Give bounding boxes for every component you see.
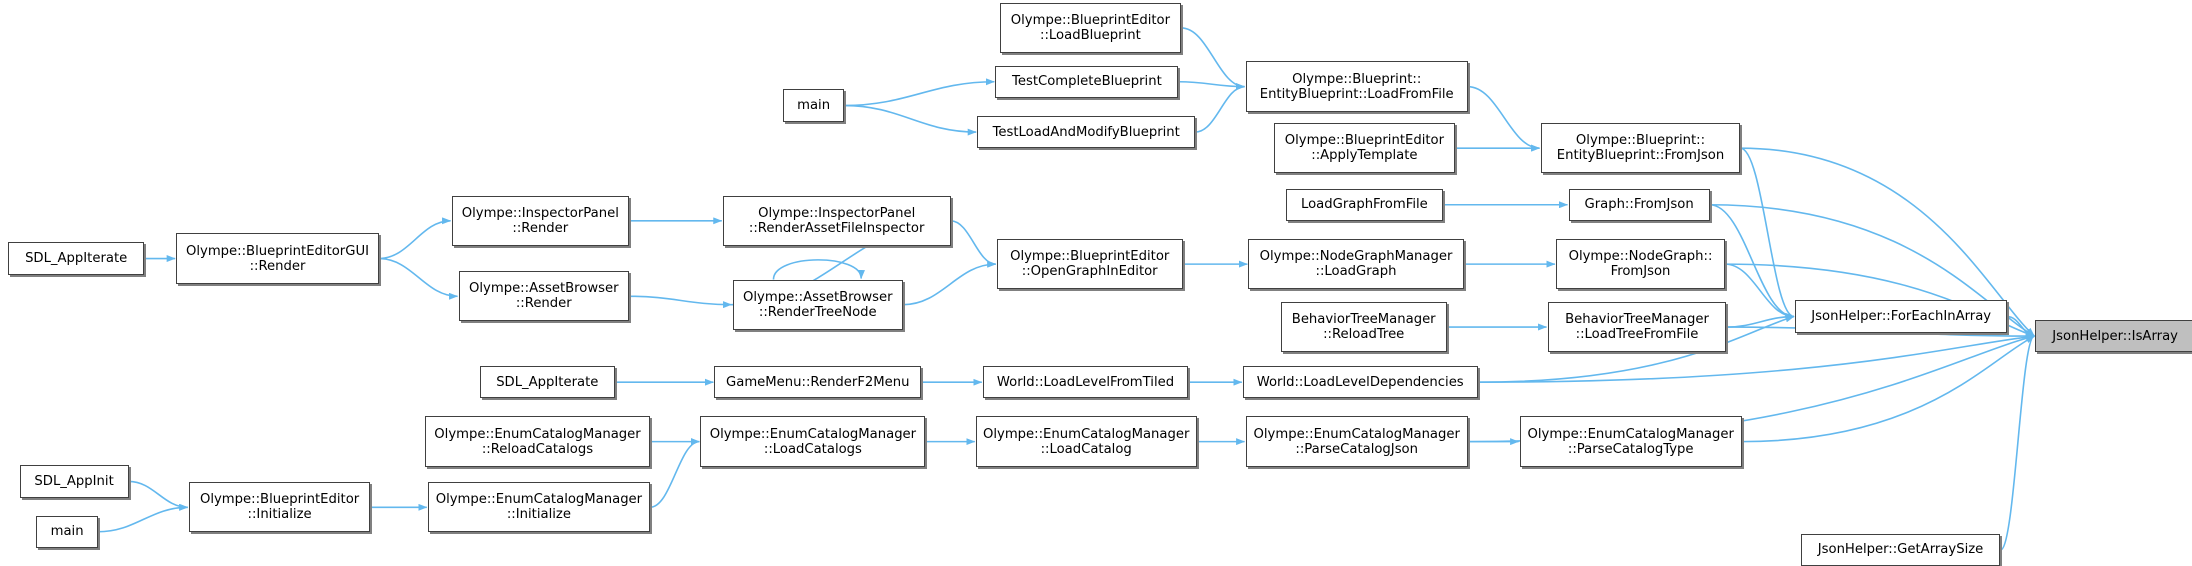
graph-node-label: World::LoadLevelFromTiled [996,374,1175,390]
graph-node[interactable]: Olympe::BlueprintEditor ::ApplyTemplate [1273,122,1456,174]
graph-node[interactable]: SDL_AppInit [19,465,129,498]
graph-node[interactable]: BehaviorTreeManager ::ReloadTree [1280,301,1447,353]
graph-node-label: LoadGraphFromFile [1300,197,1428,213]
graph-edge [1741,335,2035,443]
graph-node-label: Olympe::EnumCatalogManager ::ParseCatalo… [1527,426,1734,457]
graph-node[interactable]: World::LoadLevelFromTiled [982,366,1189,399]
graph-node[interactable]: Olympe::InspectorPanel ::Render [451,195,630,246]
graph-node-label: Olympe::InspectorPanel ::RenderAssetFile… [748,205,925,236]
graph-node-label: Olympe::NodeGraphManager ::LoadGraph [1259,249,1453,280]
graph-edge [2007,315,2035,340]
graph-node-label: main [797,98,831,113]
graph-node[interactable]: Olympe::InspectorPanel ::RenderAssetFile… [722,195,951,246]
graph-node-label: main [50,524,84,540]
graph-node[interactable]: TestCompleteBlueprint [995,65,1179,98]
graph-node-label: Olympe::EnumCatalogManager ::ReloadCatal… [434,426,641,457]
graph-node-label: Olympe::EnumCatalogManager ::LoadCatalog [982,426,1190,457]
graph-node-label: TestCompleteBlueprint [1012,74,1162,90]
graph-node-label: JsonHelper::IsArray [2052,328,2178,344]
graph-edge [844,104,977,136]
graph-edge [1726,313,1795,328]
graph-node[interactable]: Olympe::EnumCatalogManager ::ReloadCatal… [424,416,651,467]
graph-edge [950,220,997,268]
graph-node[interactable]: Olympe::NodeGraph:: FromJson [1555,238,1726,290]
graph-node-label: Olympe::BlueprintEditorGUI ::Render [185,243,369,274]
graph-edge [649,438,700,509]
graph-edge [97,503,189,533]
graph-node[interactable]: Olympe::Blueprint:: EntityBlueprint::Loa… [1245,61,1468,112]
graph-node-label: Olympe::Blueprint:: EntityBlueprint::Fro… [1556,133,1725,164]
graph-node[interactable]: JsonHelper::IsArray [2035,320,2192,353]
graph-node-label: Olympe::AssetBrowser ::Render [469,281,619,312]
graph-node[interactable]: BehaviorTreeManager ::LoadTreeFromFile [1547,301,1727,353]
graph-node[interactable]: Graph::FromJson [1568,188,1710,221]
graph-node-label: World::LoadLevelDependencies [1256,374,1464,390]
graph-edge [128,480,189,511]
graph-node[interactable]: SDL_AppIterate [479,366,616,399]
graph-node-label: Graph::FromJson [1584,197,1694,213]
graph-node[interactable]: Olympe::BlueprintEditor ::Initialize [188,482,371,533]
graph-node-label: JsonHelper::ForEachInArray [1811,309,1992,325]
graph-node[interactable]: SDL_AppIterate [8,241,144,276]
graph-node-label: SDL_AppInit [34,473,114,489]
graph-node-label: BehaviorTreeManager ::LoadTreeFromFile [1565,312,1709,342]
graph-node-label: Olympe::AssetBrowser ::RenderTreeNode [743,289,893,320]
graph-node[interactable]: LoadGraphFromFile [1286,188,1443,221]
graph-node-label: Olympe::NodeGraph:: FromJson [1568,249,1713,280]
graph-node[interactable]: JsonHelper::ForEachInArray [1794,300,2008,333]
graph-node[interactable]: JsonHelper::GetArraySize [1800,533,2001,566]
graph-node[interactable]: Olympe::BlueprintEditor ::OpenGraphInEdi… [996,238,1183,290]
graph-node[interactable]: TestLoadAndModifyBlueprint [977,115,1196,149]
graph-node[interactable]: Olympe::EnumCatalogManager ::LoadCatalog… [700,416,926,467]
graph-node-label: Olympe::BlueprintEditor ::Initialize [199,492,360,523]
graph-node[interactable]: Olympe::Blueprint:: EntityBlueprint::Fro… [1540,122,1741,174]
graph-edge [1740,147,1795,320]
graph-edge [378,257,459,300]
graph-node-label: Olympe::BlueprintEditor ::OpenGraphInEdi… [1010,249,1170,280]
graph-node[interactable]: GameMenu::RenderF2Menu [714,366,922,399]
graph-node[interactable]: Olympe::BlueprintEditor ::LoadBlueprint [999,2,1182,54]
graph-node-label: JsonHelper::GetArraySize [1817,542,1984,558]
graph-node-label: Olympe::EnumCatalogManager ::ParseCatalo… [1253,426,1460,457]
graph-node-label: GameMenu::RenderF2Menu [726,374,910,390]
graph-node[interactable]: Olympe::EnumCatalogManager ::ParseCatalo… [1519,416,1742,467]
graph-node-label: SDL_AppIterate [25,251,128,267]
graph-node-label: Olympe::BlueprintEditor ::ApplyTemplate [1284,133,1445,164]
graph-node-label: Olympe::EnumCatalogManager ::Initialize [435,492,643,523]
graph-node[interactable]: Olympe::BlueprintEditorGUI ::Render [176,233,379,284]
graph-node[interactable]: Olympe::AssetBrowser ::Render [458,271,630,322]
graph-node[interactable]: Olympe::EnumCatalogManager ::ParseCatalo… [1245,416,1468,467]
graph-node[interactable]: Olympe::NodeGraphManager ::LoadGraph [1248,238,1464,290]
graph-edge [1467,85,1541,152]
graph-node-label: Olympe::Blueprint:: EntityBlueprint::Loa… [1259,71,1454,102]
graph-edge [903,260,997,306]
graph-node[interactable]: main [36,515,98,548]
graph-edge [1725,263,1795,321]
graph-edge [772,259,865,280]
graph-edge [1999,332,2036,551]
graph-edge [629,295,733,309]
graph-node[interactable]: Olympe::EnumCatalogManager ::Initialize [427,482,651,533]
graph-edge [378,217,452,260]
graph-edge [1181,27,1246,91]
graph-node[interactable]: World::LoadLevelDependencies [1242,366,1478,399]
graph-node-label: Olympe::InspectorPanel ::Render [461,205,619,236]
graph-edge [1178,80,1246,91]
graph-node[interactable]: main [782,89,845,122]
graph-edge [844,78,995,107]
graph-node-label: TestLoadAndModifyBlueprint [992,124,1180,140]
graph-node-label: BehaviorTreeManager ::ReloadTree [1291,312,1436,342]
graph-node-label: Olympe::BlueprintEditor ::LoadBlueprint [1010,12,1171,43]
graph-node-label: SDL_AppIterate [496,374,599,390]
graph-node[interactable]: Olympe::AssetBrowser ::RenderTreeNode [732,279,904,330]
graph-node-label: Olympe::EnumCatalogManager ::LoadCatalog… [709,426,917,457]
graph-edge [1195,83,1246,133]
graph-node[interactable]: Olympe::EnumCatalogManager ::LoadCatalog [975,416,1197,467]
